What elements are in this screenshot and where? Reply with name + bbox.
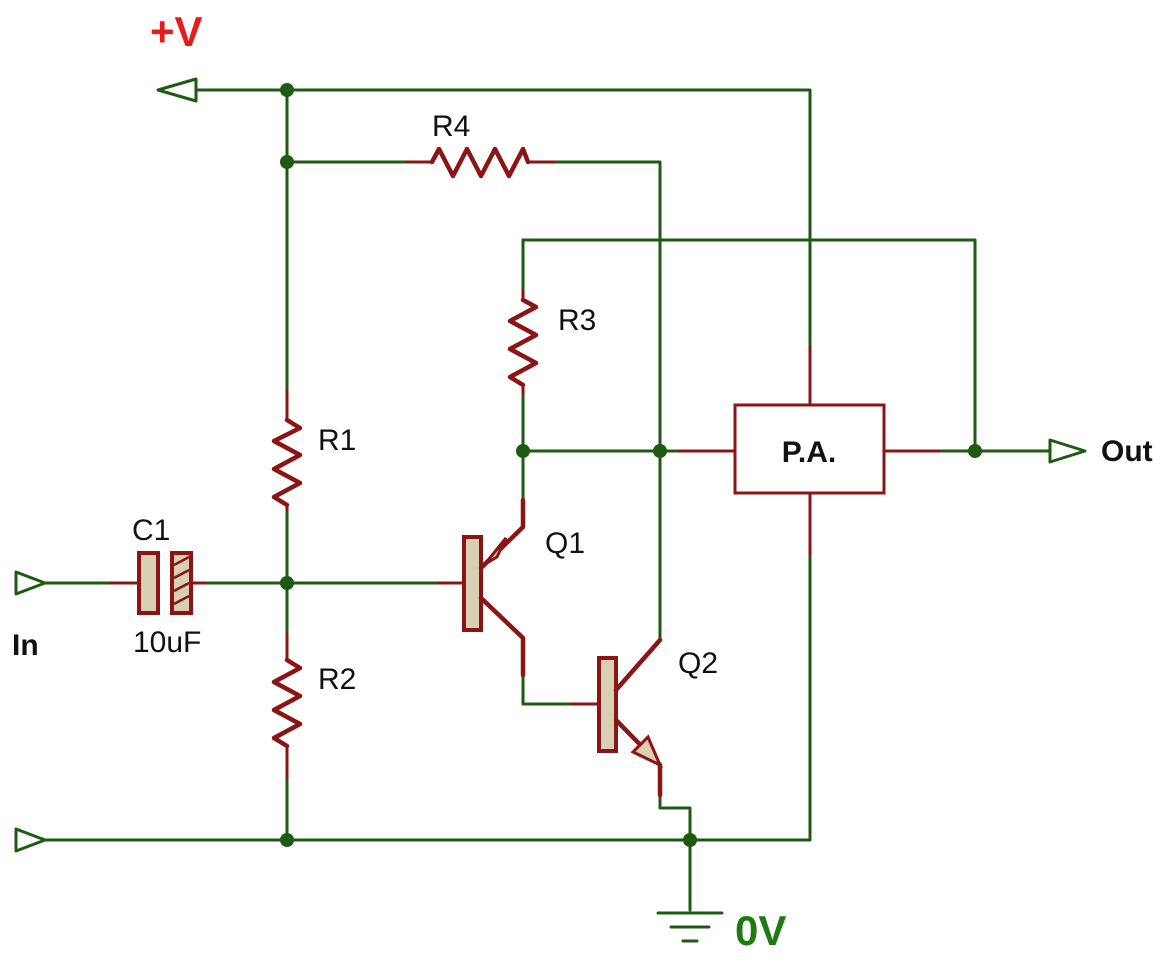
capacitor-c1	[110, 551, 205, 615]
junction-dot	[280, 155, 294, 169]
r4-label: R4	[432, 110, 470, 143]
resistor-r2	[271, 632, 303, 780]
q2-label: Q2	[678, 647, 718, 680]
pa-label: P.A.	[782, 436, 836, 469]
ground-port-icon	[14, 827, 47, 853]
junction-dot	[516, 444, 530, 458]
power-amplifier: P.A.	[678, 345, 940, 555]
output-port-icon	[1048, 438, 1087, 464]
resistor-r4	[405, 146, 555, 179]
npn-arrow-icon	[630, 734, 663, 769]
output-label: Out	[1101, 435, 1153, 468]
junction-dot	[683, 833, 697, 847]
c1-ref-label: C1	[132, 514, 170, 547]
input-label: In	[12, 629, 39, 662]
pnp-arrow-icon	[483, 537, 508, 566]
transistor-q1	[438, 497, 526, 678]
r3-label: R3	[558, 304, 596, 337]
junction-dot	[280, 833, 294, 847]
transistor-q2-base-icon	[597, 656, 618, 753]
wires	[43, 88, 1052, 912]
junction-dot	[968, 444, 982, 458]
positive-rail-label: +V	[150, 8, 203, 55]
capacitor-plate-icon	[137, 551, 160, 615]
junctions	[280, 83, 982, 847]
ground-icon	[656, 911, 724, 943]
junction-dot	[280, 83, 294, 97]
transistor-q1-base-icon	[462, 535, 483, 632]
input-port-icon	[14, 570, 47, 596]
r2-label: R2	[318, 663, 356, 696]
q1-label: Q1	[545, 527, 585, 560]
r1-label: R1	[318, 424, 356, 457]
junction-dot	[653, 444, 667, 458]
junction-dot	[280, 576, 294, 590]
transistor-q2	[572, 637, 663, 798]
resistor-r1	[271, 390, 303, 512]
pa-block	[733, 403, 886, 495]
c1-value-label: 10uF	[133, 626, 201, 659]
ground-rail-label: 0V	[735, 907, 786, 954]
positive-rail-port-icon	[156, 77, 198, 103]
resistor-r3	[507, 290, 539, 395]
